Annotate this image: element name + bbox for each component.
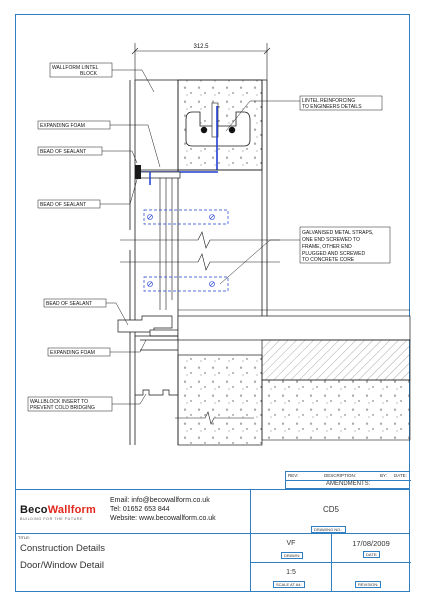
- title-divider: [15, 533, 410, 534]
- label-galvanised-2: ONE END SCREWED TO: [302, 237, 360, 243]
- logo-wallform: Wallform: [47, 504, 96, 516]
- title-label: TITLE:: [18, 535, 31, 540]
- label-bead-sealant-1: BEAD OF SEALANT: [40, 149, 86, 155]
- drawing-number-label: DRAWING NO.:: [311, 526, 346, 533]
- date-label: DATE:: [363, 551, 381, 558]
- drawn-label: DRAWN:: [281, 552, 304, 559]
- dimension-line: [131, 43, 271, 80]
- frame-head: [135, 165, 262, 185]
- drawn-value: VF: [286, 540, 296, 547]
- label-galvanised-3: FRAME, OTHER END: [302, 244, 352, 250]
- sill: [117, 315, 179, 337]
- label-galvanised-1: GALVANISED METAL STRAPS,: [302, 230, 374, 236]
- title-cell: TITLE: Construction Details Door/Window …: [15, 533, 250, 592]
- contact-email: Email: info@becowallform.co.uk: [110, 497, 210, 504]
- title-block: [15, 489, 410, 592]
- scale-label: SCALE AT A4:: [273, 581, 305, 588]
- contact-info: Email: info@becowallform.co.uk Tel: 0165…: [110, 496, 250, 523]
- label-lintel-reinforcing-1: LINTEL REINFORCING: [302, 98, 355, 104]
- dimension-value: 312.5: [193, 44, 209, 50]
- logo-tagline: BUILDING FOR THE FUTURE: [20, 517, 84, 521]
- meta-grid: VF DRAWN: 17/08/2009 DATE: 1:5 SCALE AT …: [250, 533, 411, 592]
- label-boxes: [27, 62, 391, 412]
- lintel-block: [177, 79, 263, 171]
- by-label: BY:: [380, 473, 388, 478]
- company-logo: BecoWallform BUILDING FOR THE FUTURE: [20, 504, 110, 521]
- label-wallform-lintel-1: WALLFORM LINTEL: [52, 65, 99, 71]
- label-galvanised-5: TO CONCRETE CORE: [302, 257, 355, 263]
- frame-jamb: [159, 178, 173, 310]
- lower-wall: [135, 339, 263, 446]
- logo-beco: Beco: [20, 504, 48, 516]
- label-wallblock-insert-2: PREVENT COLD BRIDGING: [30, 405, 95, 411]
- label-expanding-foam-top: EXPANDING FOAM: [40, 123, 85, 129]
- label-wallblock-insert-1: WALLBLOCK INSERT TO: [30, 399, 88, 405]
- label-wallform-lintel-2: BLOCK: [80, 71, 98, 77]
- revision-label: REVISION:: [355, 581, 382, 588]
- description-label: DESCRIPTION:: [324, 473, 357, 478]
- label-bead-sealant-3: BEAD OF SEALANT: [46, 301, 92, 307]
- scale-value: 1:5: [286, 569, 296, 576]
- drawing-number: CD5: [322, 505, 339, 514]
- title-line-2: Door/Window Detail: [20, 560, 104, 571]
- contact-website: Website: www.becowallform.co.uk: [110, 515, 216, 522]
- label-lintel-reinforcing-2: TO ENGINEERS DETAILS: [302, 104, 362, 110]
- contact-tel: Tel: 01652 653 844: [110, 506, 170, 513]
- floor-slab: [177, 309, 411, 441]
- leader-lines: [100, 69, 300, 405]
- date-value: 17/08/2009: [352, 539, 390, 548]
- label-bead-sealant-2: BEAD OF SEALANT: [40, 202, 86, 208]
- title-line-1: Construction Details: [20, 543, 106, 554]
- label-galvanised-4: PLUGGED AND SCREWED: [302, 251, 365, 257]
- strap-screws: [147, 214, 215, 287]
- drawing-number-cell: CD5 DRAWING NO.:: [250, 489, 410, 533]
- metal-straps: [143, 209, 229, 292]
- rev-label: REV:: [288, 473, 299, 478]
- label-expanding-foam-bottom: EXPANDING FOAM: [50, 350, 95, 356]
- date-label: DATE:: [394, 473, 407, 478]
- amendments-title: AMENDMENTS:: [326, 481, 371, 487]
- amendments-table: REV: DESCRIPTION: BY: DATE: AMENDMENTS:: [285, 471, 411, 489]
